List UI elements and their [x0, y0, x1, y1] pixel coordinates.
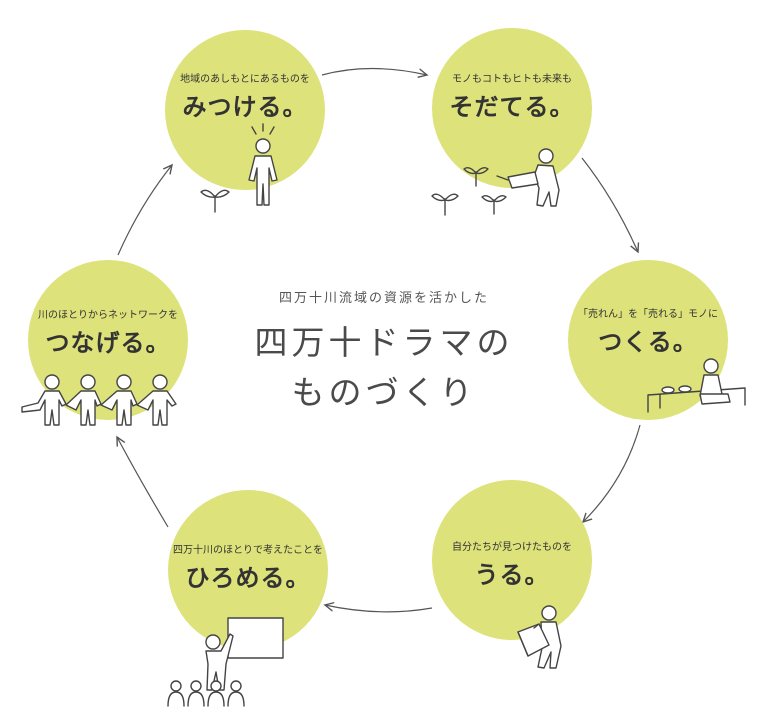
center-title-line2: ものづくり — [219, 368, 549, 418]
step-spread-main: ひろめる。 — [138, 558, 358, 593]
step-make-sub: 「売れん」を「売れる」モノに — [548, 305, 748, 320]
center-title: 四万十ドラマの ものづくり — [219, 318, 549, 418]
step-sell-main: うる。 — [402, 555, 622, 590]
step-grow-sub: モノもコトもヒトも未来も — [412, 70, 612, 85]
step-grow-main: そだてる。 — [402, 87, 622, 122]
step-make-main: つくる。 — [538, 322, 758, 357]
center-title-line1: 四万十ドラマの — [219, 318, 549, 368]
arrow-grow-to-make — [582, 158, 638, 252]
arrow-make-to-sell — [583, 425, 640, 522]
step-find-sub: 地域のあしもとにあるものを — [145, 70, 345, 85]
arrow-spread-to-connect — [117, 437, 168, 527]
step-sell-sub: 自分たちが見つけたものを — [412, 538, 612, 553]
center-subtitle: 四万十川流域の資源を活かした — [239, 287, 529, 306]
arrow-sell-to-spread — [325, 605, 432, 612]
arrow-connect-to-find — [118, 165, 172, 255]
step-connect-sub: 川のほとりからネットワークを — [8, 306, 208, 321]
step-spread-sub: 四万十川のほとりで考えたことを — [148, 541, 348, 556]
step-connect-main: つなげる。 — [0, 323, 218, 358]
step-find-main: みつける。 — [135, 87, 355, 122]
